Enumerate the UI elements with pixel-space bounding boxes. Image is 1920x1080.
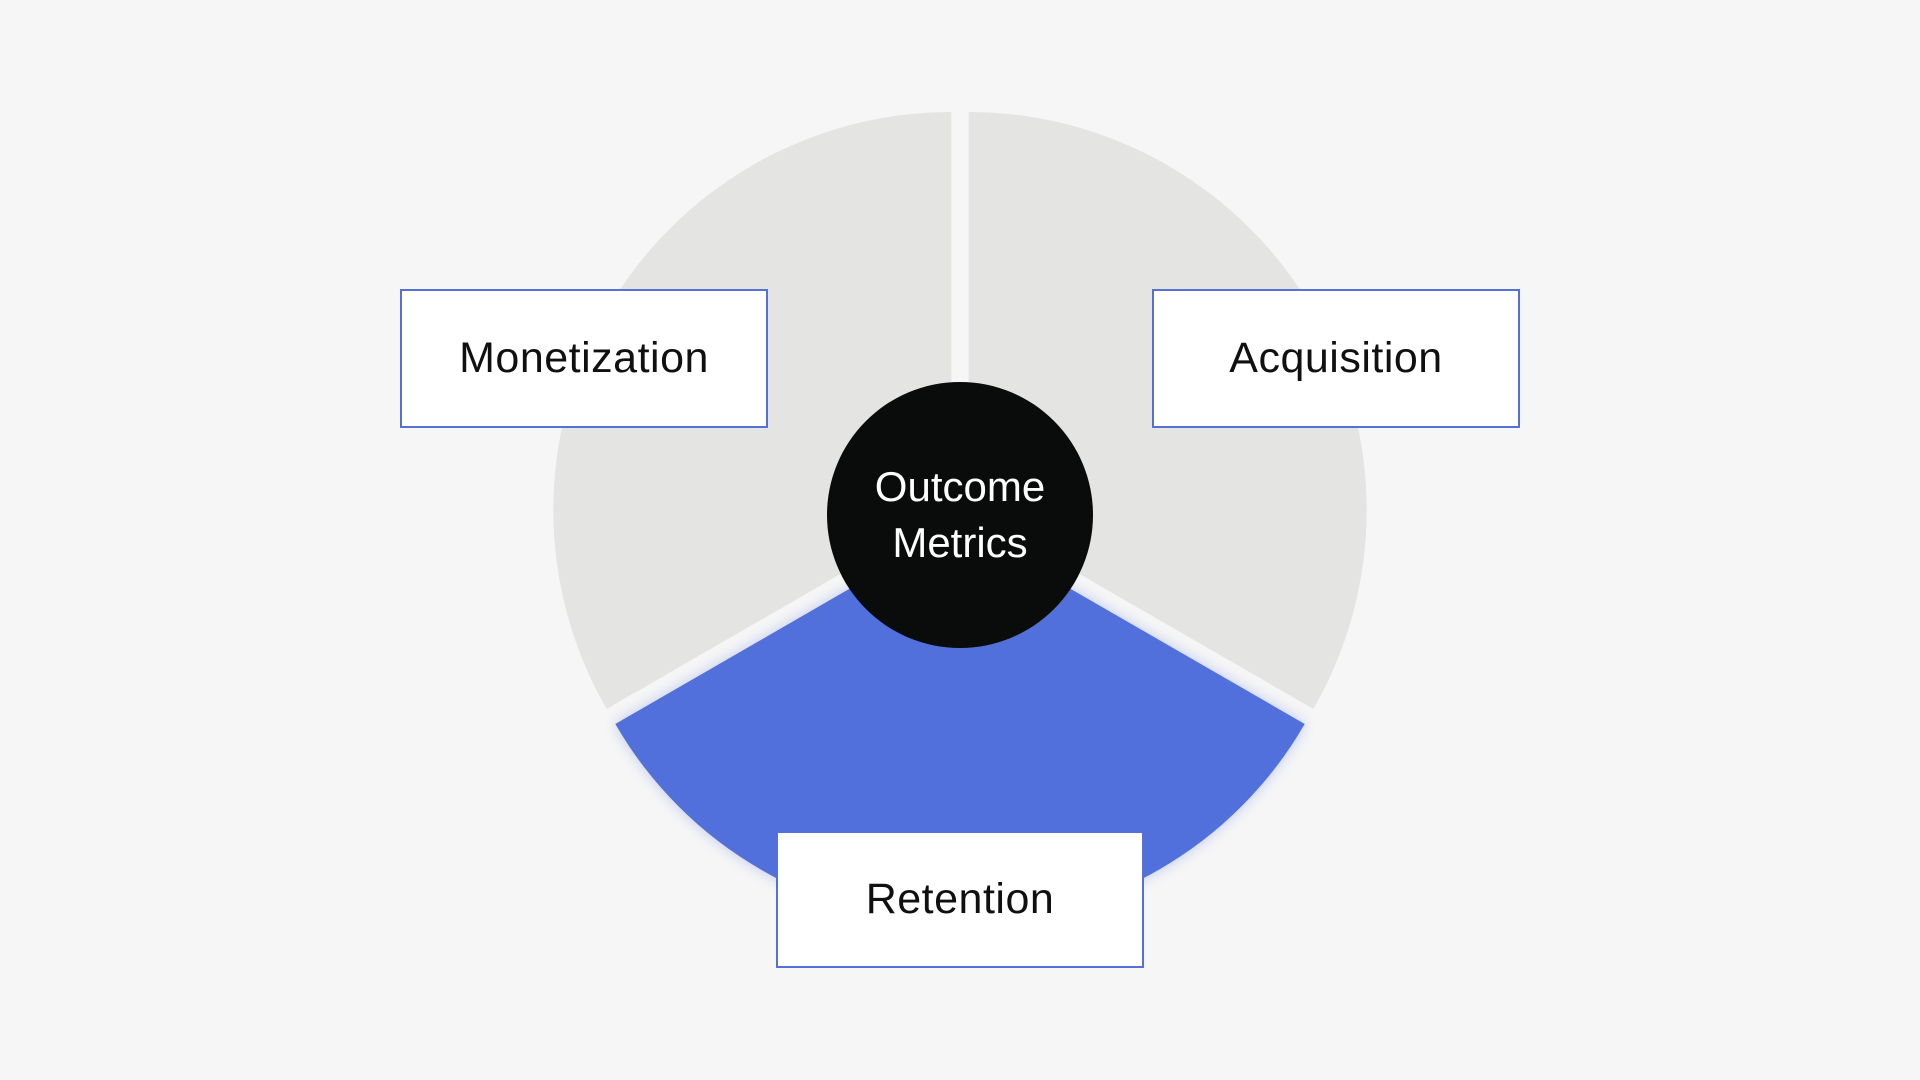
- acquisition-label: Acquisition: [1229, 334, 1443, 382]
- monetization-label-box[interactable]: Monetization: [400, 289, 768, 428]
- acquisition-label-box[interactable]: Acquisition: [1152, 289, 1520, 428]
- hub-circle: [827, 382, 1093, 648]
- retention-segment[interactable]: [615, 525, 1305, 923]
- retention-label-box[interactable]: Retention: [776, 831, 1144, 968]
- retention-label: Retention: [865, 875, 1055, 923]
- monetization-label: Monetization: [459, 334, 709, 382]
